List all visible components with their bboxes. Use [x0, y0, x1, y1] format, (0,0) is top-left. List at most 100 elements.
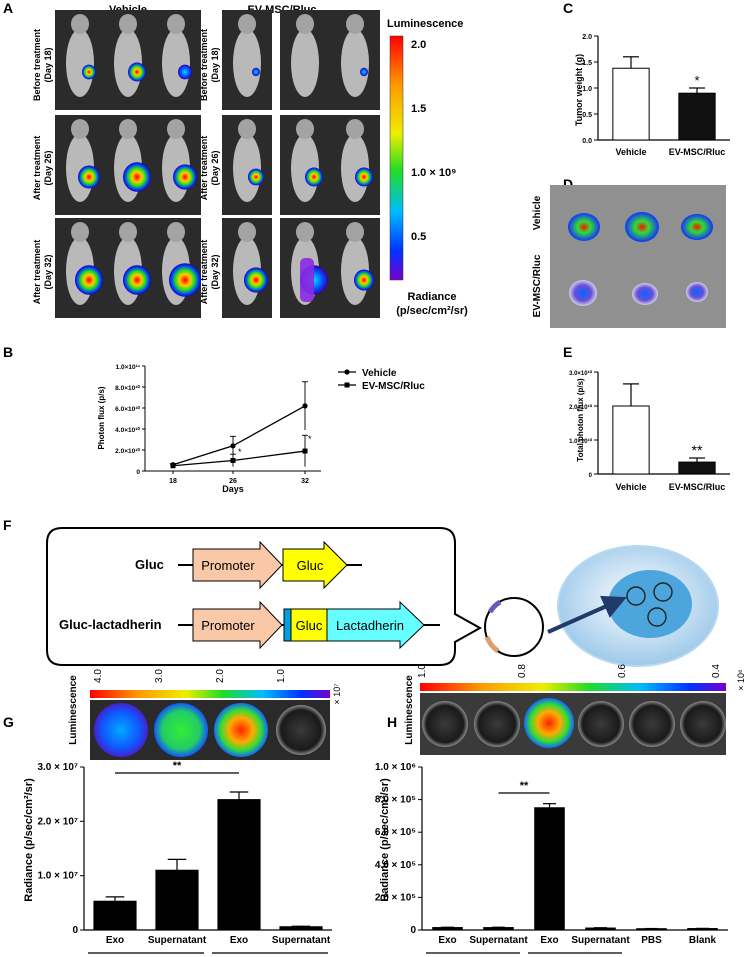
mouse-ev-r1-c3-signal	[360, 67, 368, 77]
mouse-vehicle-r1-c1-body	[66, 29, 94, 97]
mouse-vehicle-r2-c2-head	[119, 119, 137, 139]
mouse-ev-r1-c2-head	[296, 14, 314, 34]
chart-b-legend-marker	[344, 382, 350, 388]
chartG-ytick-label: 2.0 × 10⁷	[37, 816, 78, 827]
colorbar-tick-1-0: 1.0 × 10⁹	[411, 167, 456, 179]
panel-g-colorbar	[90, 690, 330, 698]
chart-b-legend-label: Vehicle	[362, 368, 397, 379]
panel-h-well-5	[629, 701, 675, 747]
chart-b-plot: 02.0×10¹⁰4.0×10¹⁰6.0×10¹⁰8.0×10¹⁰1.0×10¹…	[115, 364, 425, 485]
mouse-vehicle-r2-c2-signal	[123, 162, 151, 192]
row-label-ev-2-line2: (Day 26)	[210, 150, 220, 185]
plasmid-insert-segment	[487, 599, 502, 614]
panel-h-well-6	[680, 701, 726, 747]
chart-b-point-circle	[230, 443, 236, 449]
mouse-vehicle-r2-c3-head	[167, 119, 185, 139]
cell-nucleus	[608, 570, 692, 638]
mouse-vehicle-r2-c1-signal	[78, 165, 100, 189]
mouse-ev-r2-c2-head	[296, 119, 314, 139]
panel-h-tick-0-6: 0.6	[617, 664, 628, 678]
mouse-vehicle-r1-c3	[151, 10, 201, 110]
mouse-ev-r1-c1-signal	[252, 67, 260, 77]
chartH-category-label: Exo	[438, 935, 456, 946]
chart-b-significance-star: *	[308, 434, 312, 444]
chartH-ytick-label: 6.0 × 10⁵	[375, 827, 416, 838]
chartH-ytick-label: 4.0 × 10⁵	[375, 860, 416, 871]
construct1-promoter-label: Promoter	[201, 558, 255, 573]
chartH-category-label: Supernatant	[571, 935, 630, 946]
mouse-vehicle-r2-c1	[55, 115, 105, 215]
panel-g-tick-3-0: 3.0	[154, 669, 165, 683]
colorbar-footer-radiance: Radiance	[408, 291, 457, 303]
row-label-1-line2: (Day 18)	[43, 47, 53, 82]
chart-e-ylabel: Total photon flux (p/s)	[576, 378, 585, 462]
chartH-category-label: PBS	[641, 935, 662, 946]
panel-g-well-4	[276, 705, 326, 755]
chartH-category-label: Blank	[689, 935, 717, 946]
chartC-ytick-label: 1.5	[582, 60, 592, 67]
panel-label-d: D	[563, 176, 573, 192]
chartH-category-label: Supernatant	[469, 935, 528, 946]
plasmid-circle	[484, 597, 544, 657]
mouse-vehicle-r1-c3-signal	[178, 64, 192, 80]
mouse-vehicle-r1-c3-head	[167, 14, 185, 34]
colorbar-tick-0-5: 0.5	[411, 231, 426, 243]
colorbar-tick-1-5: 1.5	[411, 103, 426, 115]
construct1-gluc-label: Gluc	[297, 558, 324, 573]
mouse-vehicle-r3-c2-head	[119, 222, 137, 242]
mouse-vehicle-r3-c2-signal	[123, 265, 151, 295]
tumor-photo-shade	[550, 185, 726, 328]
mouse-ev-r2-c1	[222, 115, 272, 215]
colorbar-tick-2-0: 2.0	[411, 39, 426, 51]
construct2-lactadherin-arrow	[326, 600, 425, 650]
chartC-bar	[612, 67, 650, 141]
chartG-significance-label: **	[173, 760, 182, 772]
chartC-ytick-label: 0.5	[582, 112, 592, 119]
panel-b-line-chart: Photon flux (p/s) Days 02.0×10¹⁰4.0×10¹⁰…	[97, 364, 425, 494]
mouse-vehicle-r1-c1-signal	[82, 64, 96, 80]
chart-b-ylabel: Photon flux (p/s)	[97, 386, 106, 449]
mouse-vehicle-r2-c1-head	[71, 119, 89, 139]
tumor-row-label-vehicle: Vehicle	[532, 195, 543, 230]
mouse-ev-r3-c1-signal	[244, 267, 268, 293]
panel-c-bar-chart: Tumor weight (g) 0.00.51.01.52.0Vehicle*…	[574, 34, 730, 157]
tumor-vehicle-1	[568, 213, 600, 241]
chartG-ytick-label: 0	[72, 925, 78, 936]
mouse-ev-r1-c1-head	[238, 14, 256, 34]
panel-g: Luminescence 4.0 3.0 2.0 1.0 × 10⁷ Radia…	[23, 669, 342, 954]
chart-b-xtick-label: 18	[169, 478, 177, 485]
nuclear-plasmid-1	[626, 586, 646, 606]
tumor-row-label-ev: EV-MSC/Rluc	[532, 254, 543, 317]
row-label-ev-3-line1: After treatment	[199, 240, 209, 305]
mouse-vehicle-r1-c3-body	[162, 29, 190, 97]
panel-h-colorbar-title: Luminescence	[404, 675, 415, 745]
mouse-ev-r2-c1-body	[233, 134, 261, 202]
panel-h-well-3	[524, 698, 574, 748]
mouse-vehicle-r3-c3-signal	[169, 263, 201, 297]
mouse-ev-r3-c1	[222, 218, 272, 318]
colorbar-title: Luminescence	[387, 18, 463, 30]
row-label-1-line1: Before treatment	[32, 29, 42, 101]
chartC-category-label: Vehicle	[615, 147, 646, 157]
row-label-3-line2: (Day 32)	[43, 254, 53, 289]
tumor-ev-2	[632, 283, 658, 305]
mouse-ev-r1-c2	[280, 10, 330, 110]
chart-b-legend-marker	[344, 369, 350, 375]
construct2-promoter-label: Promoter	[201, 618, 255, 633]
chart-b-point-square	[302, 448, 308, 454]
plasmid-promoter-segment	[484, 636, 500, 654]
chartG-category-label: Supernatant	[148, 935, 207, 946]
chart-b-ytick-label: 6.0×10¹⁰	[115, 405, 140, 413]
mouse-vehicle-r2-c2	[103, 115, 153, 215]
construct1-promoter-arrow	[192, 540, 283, 590]
mouse-vehicle-r3-c1	[55, 218, 105, 318]
panel-h-tick-0-4: 0.4	[711, 664, 722, 678]
chartG-ytick-label: 1.0 × 10⁷	[37, 871, 78, 882]
panel-label-g: G	[3, 714, 14, 730]
row-label-ev-1-line1: Before treatment	[199, 29, 209, 101]
mouse-ev-r2-c3	[330, 115, 380, 215]
panel-g-well-3	[214, 703, 268, 757]
construct2-gluc-segment	[290, 608, 328, 642]
